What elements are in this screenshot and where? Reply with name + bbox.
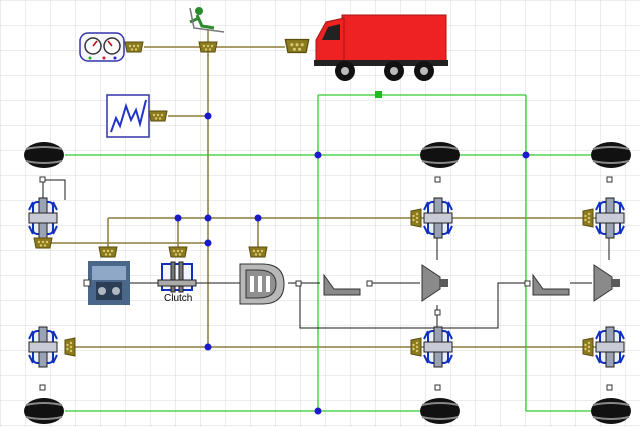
clutch-icon[interactable]: [158, 262, 196, 292]
brake-icon[interactable]: [29, 198, 57, 238]
bus-connector-icon[interactable]: [285, 40, 308, 53]
dashboard-gauges-icon[interactable]: [80, 33, 124, 61]
bus-connector-icon[interactable]: [34, 238, 52, 248]
bus-connector-icon[interactable]: [169, 247, 187, 257]
bus-connector-icon[interactable]: [249, 247, 267, 257]
driving-cycle-icon[interactable]: [107, 95, 149, 137]
brake-icon[interactable]: [424, 198, 452, 238]
bus-connector-icon[interactable]: [65, 338, 75, 356]
tire-icon[interactable]: [591, 398, 631, 424]
brake-icon[interactable]: [424, 327, 452, 367]
signal-junction-square: [375, 91, 382, 98]
bus-connector-icon[interactable]: [125, 42, 143, 52]
tire-icon[interactable]: [420, 398, 460, 424]
gearbox-icon[interactable]: [240, 264, 284, 304]
bus-connector-icon[interactable]: [411, 338, 421, 356]
bus-connector-icon[interactable]: [149, 111, 167, 121]
bus-connector-icon[interactable]: [583, 338, 593, 356]
bus-connector-icon[interactable]: [583, 209, 593, 227]
engine-icon[interactable]: [84, 261, 130, 305]
bus-connector-icon[interactable]: [411, 209, 421, 227]
brake-icon[interactable]: [596, 198, 624, 238]
brake-icon[interactable]: [29, 327, 57, 367]
tire-icon[interactable]: [591, 142, 631, 168]
tire-icon[interactable]: [24, 142, 64, 168]
tire-icon[interactable]: [24, 398, 64, 424]
bus-connector-icon[interactable]: [99, 247, 117, 257]
brake-icon[interactable]: [596, 327, 624, 367]
bus-connector-icon[interactable]: [199, 42, 217, 52]
tire-icon[interactable]: [420, 142, 460, 168]
clutch-label: Clutch: [164, 293, 192, 304]
